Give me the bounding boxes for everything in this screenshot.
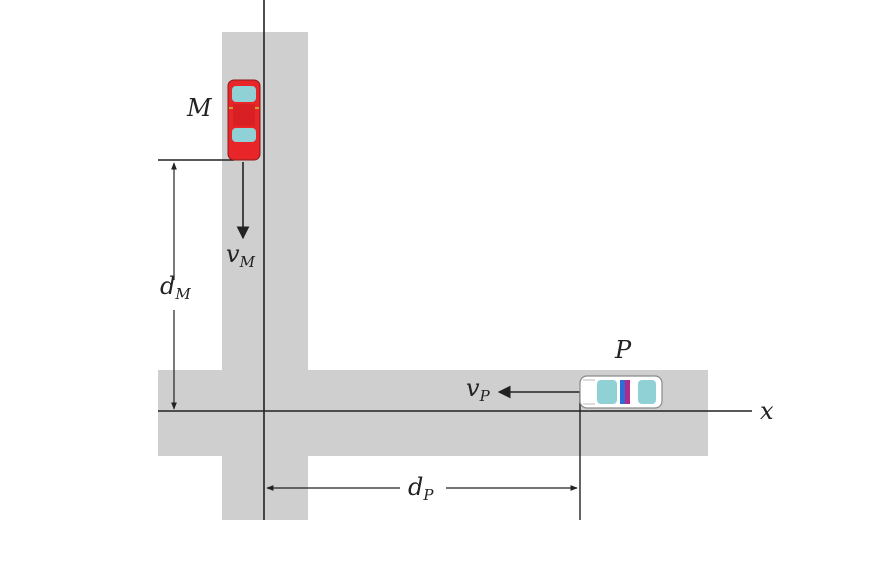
v-p-label: vP — [466, 374, 491, 405]
car-p-label: P — [614, 336, 632, 364]
police-car-top-view-icon — [579, 375, 663, 409]
d-p-label: dP — [408, 473, 434, 504]
car-m-label: M — [186, 94, 213, 122]
x-axis-label: x — [760, 397, 774, 425]
d-m-label: dM — [160, 272, 191, 303]
red-car-top-view-icon — [227, 79, 261, 161]
v-m-label: vM — [226, 240, 256, 271]
